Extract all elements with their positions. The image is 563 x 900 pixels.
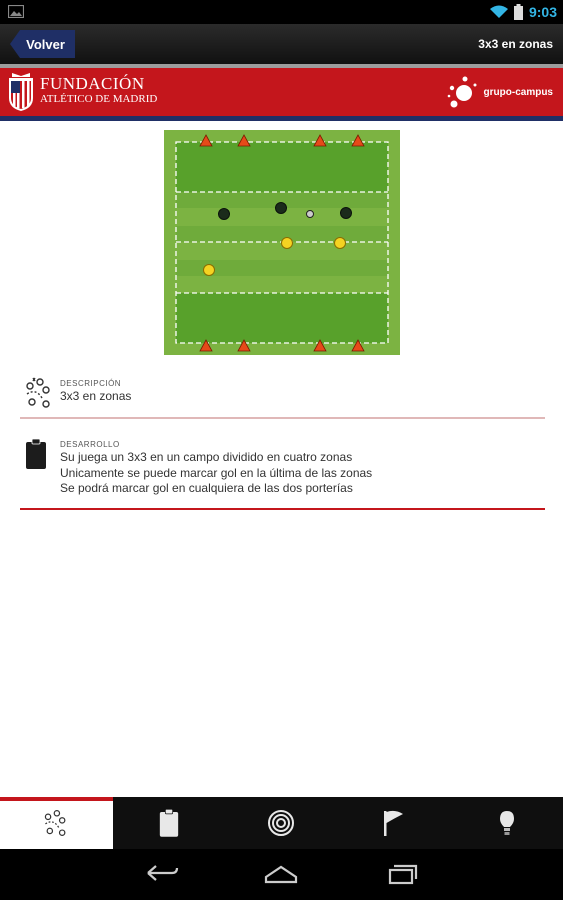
system-nav-bar [0, 849, 563, 900]
home-icon[interactable] [263, 861, 299, 887]
atletico-crest-logo [9, 73, 33, 111]
grupo-campus-logo: grupo-campus [446, 74, 553, 110]
field-bottom-zone [176, 293, 388, 343]
bottom-tab-bar [0, 797, 563, 849]
cone [237, 134, 251, 147]
brand-line1: FUNDACIÓN [40, 74, 145, 93]
tactics-icon [26, 377, 50, 408]
cone [199, 134, 213, 147]
brand-header: FUNDACIÓN ATLÉTICO DE MADRID grupo-campu… [0, 68, 563, 116]
development-line-2: Unicamente se puede marcar gol en la últ… [60, 465, 373, 480]
image-icon [8, 5, 24, 18]
development-section: DESARROLLO Su juega un 3x3 en un campo d… [20, 432, 545, 512]
wifi-icon [489, 5, 508, 18]
cone [237, 339, 251, 352]
back-button[interactable]: Volver [10, 30, 75, 58]
ball [306, 210, 314, 218]
field-top-zone [176, 142, 388, 192]
tactics-icon [45, 810, 66, 836]
development-line-3: Se podrá marcar gol en cualquiera de las… [60, 481, 353, 495]
flag-tab[interactable] [338, 797, 451, 849]
battery-icon [513, 4, 523, 20]
cone [351, 339, 365, 352]
divider-stripe [0, 64, 563, 68]
flag-icon [384, 810, 404, 836]
action-bar: Volver 3x3 en zonas [0, 24, 563, 64]
lightbulb-icon [499, 811, 514, 835]
player-yellow [281, 237, 293, 249]
target-tab[interactable] [225, 797, 338, 849]
recents-icon[interactable] [384, 861, 420, 887]
player-yellow [203, 264, 215, 276]
development-label: DESARROLLO [60, 440, 120, 449]
player-dark [218, 208, 230, 220]
header-bottom-stripe [0, 116, 563, 121]
player-dark [340, 207, 352, 219]
clock: 9:03 [528, 4, 557, 20]
tactics-tab[interactable] [0, 797, 113, 849]
cone [313, 134, 327, 147]
cone [313, 339, 327, 352]
clipboard-tab[interactable] [113, 797, 226, 849]
drill-field-diagram [164, 130, 400, 355]
development-line-1: Su juega un 3x3 en un campo dividido en … [60, 450, 353, 464]
screen-title: 3x3 en zonas [478, 37, 553, 51]
description-label: DESCRIPCIÓN [60, 379, 122, 388]
brand-line2: ATLÉTICO DE MADRID [40, 93, 158, 105]
cone [351, 134, 365, 147]
clipboard-icon [26, 438, 46, 469]
description-text: 3x3 en zonas [60, 389, 132, 403]
brand-name: FUNDACIÓN ATLÉTICO DE MADRID [40, 75, 157, 106]
development-text: Su juega un 3x3 en un campo dividido en … [60, 450, 372, 497]
cone [199, 339, 213, 352]
status-bar: 9:03 [0, 0, 563, 24]
target-icon [268, 810, 295, 836]
description-divider [20, 417, 545, 419]
grupo-campus-dots-icon [447, 76, 477, 108]
partner-logo-text: grupo-campus [483, 86, 553, 98]
player-yellow [334, 237, 346, 249]
description-section: DESCRIPCIÓN 3x3 en zonas [20, 372, 545, 420]
player-dark [275, 202, 287, 214]
back-icon[interactable] [144, 861, 180, 887]
lightbulb-tab[interactable] [450, 797, 563, 849]
development-divider [20, 508, 545, 510]
clipboard-icon [159, 808, 179, 837]
status-icons: 9:03 [489, 2, 557, 22]
